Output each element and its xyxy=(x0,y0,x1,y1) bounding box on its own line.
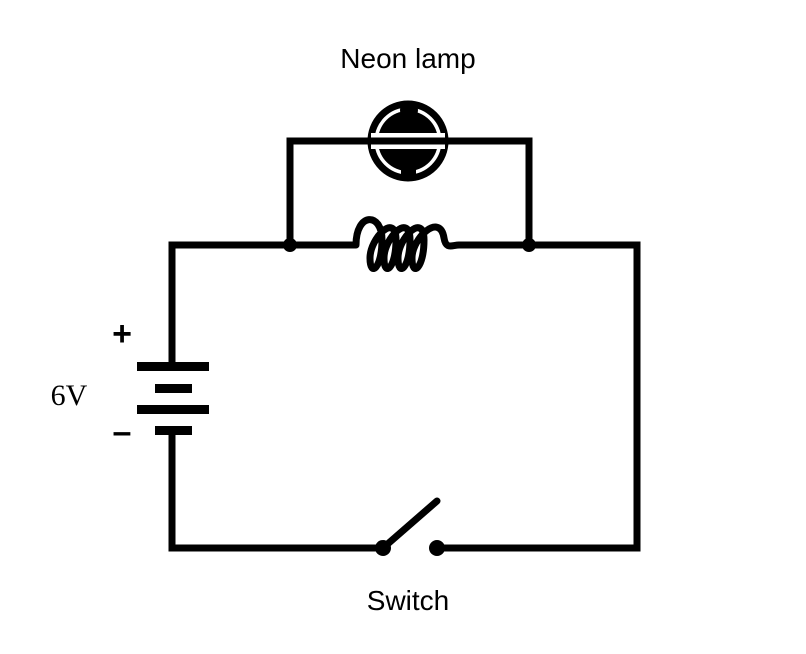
battery-plate-short-1 xyxy=(155,384,192,393)
battery-negative-sign: – xyxy=(113,413,132,451)
battery-plate-long-1 xyxy=(137,362,209,371)
junction-dots xyxy=(283,238,536,252)
lamp-branch-wires xyxy=(286,137,533,248)
inductor-winding-path xyxy=(341,216,474,272)
switch-blade xyxy=(379,497,441,552)
battery-voltage-label: 6V xyxy=(51,379,88,412)
junction-dot-left xyxy=(283,238,297,252)
neon-lamp-label: Neon lamp xyxy=(340,43,475,74)
battery-positive-sign: + xyxy=(112,315,132,353)
switch-label: Switch xyxy=(367,585,449,616)
switch-symbol xyxy=(375,497,445,556)
inductor-coil-symbol xyxy=(341,216,474,272)
neon-lamp-gas-dot xyxy=(400,101,418,119)
battery-plate-short-2 xyxy=(155,426,192,435)
switch-contact-dot xyxy=(429,540,445,556)
neon-lamp-symbol xyxy=(367,100,449,182)
junction-dot-right xyxy=(522,238,536,252)
battery-plate-long-2 xyxy=(137,405,209,414)
battery-symbol xyxy=(137,362,209,435)
outer-circuit-wires xyxy=(168,241,641,552)
